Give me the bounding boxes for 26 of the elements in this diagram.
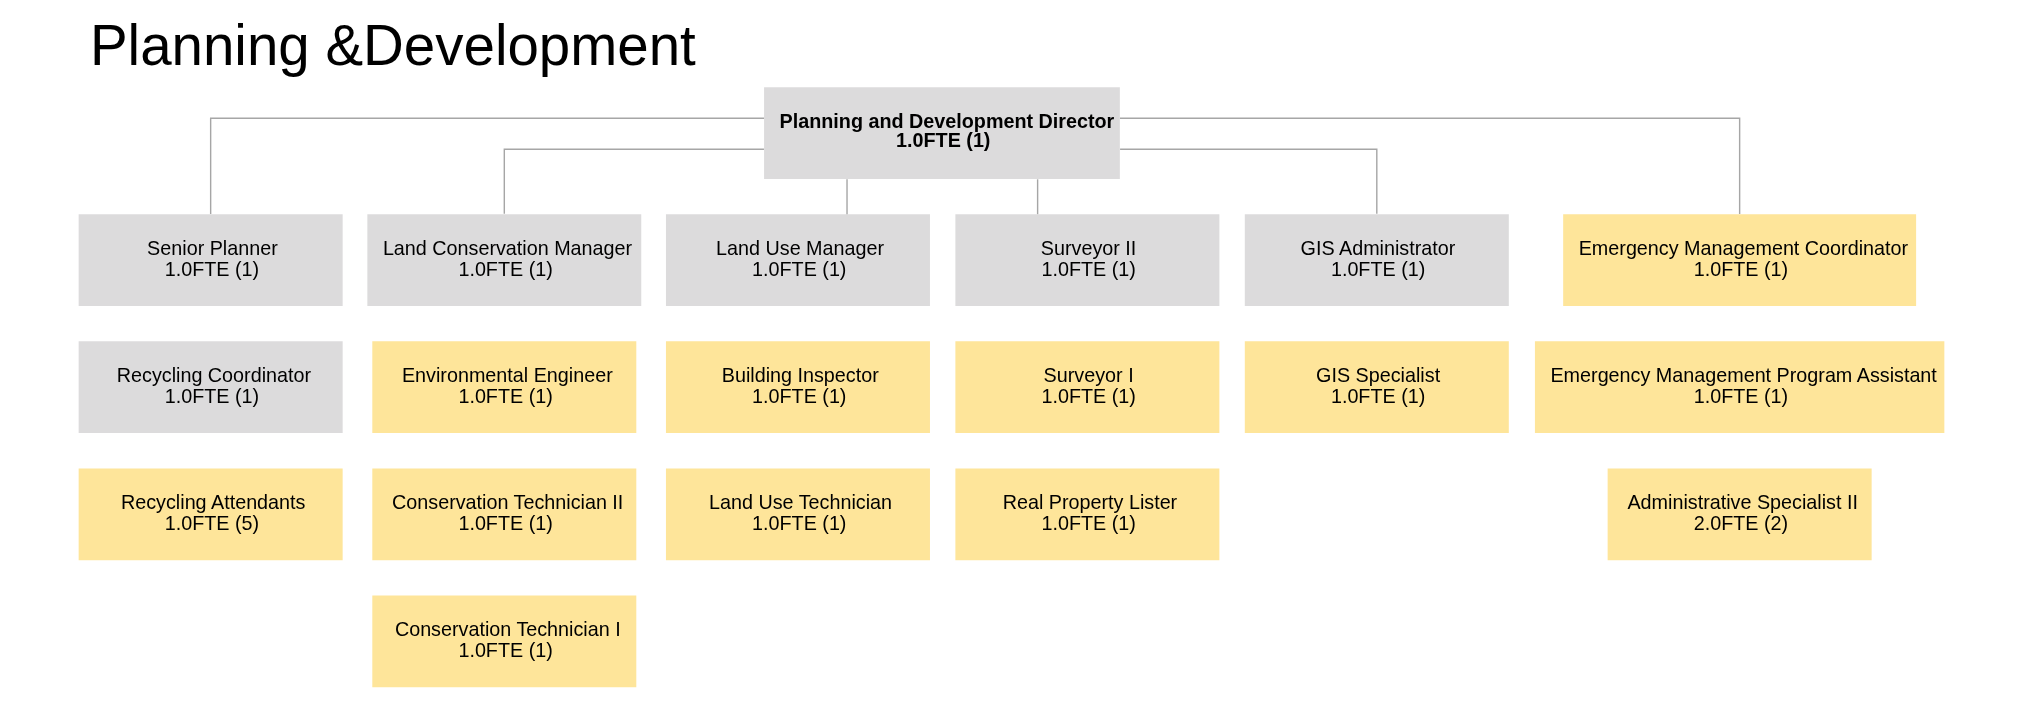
node-box: Administrative Specialist II 2.0FTE (2) [1607, 468, 1872, 561]
node-box: Emergency Management Coordinator 1.0FTE (1) [1562, 214, 1916, 307]
node-box: Planning and Development Director 1.0FTE (1) [763, 87, 1120, 179]
node-box: GIS Specialist 1.0FTE (1) [1244, 341, 1509, 434]
node-box: Recycling Attendants 1.0FTE (5) [78, 468, 343, 561]
connector [1036, 178, 1038, 215]
node-box: Real Property Lister 1.0FTE (1) [954, 468, 1219, 561]
node-box: Building Inspector 1.0FTE (1) [665, 341, 930, 434]
node-box: Recycling Coordinator 1.0FTE (1) [78, 341, 343, 434]
node-box: Land Use Technician 1.0FTE (1) [665, 468, 930, 561]
connector [845, 178, 848, 215]
node-box: Emergency Management Program Assistant 1.0FTE (1) [1534, 341, 1944, 434]
connector [1118, 148, 1377, 215]
node-box: Environmental Engineer 1.0FTE (1) [371, 341, 636, 434]
node-box: Land Use Manager 1.0FTE (1) [665, 214, 930, 307]
node-box: Surveyor II 1.0FTE (1) [954, 214, 1219, 307]
diagram-title: Planning &Development [89, 13, 696, 77]
node-box: Conservation Technician II 1.0FTE (1) [371, 468, 636, 561]
node-box: Conservation Technician I 1.0FTE (1) [371, 595, 636, 688]
connector [503, 148, 765, 215]
node-box: Surveyor I 1.0FTE (1) [954, 341, 1219, 434]
connector [209, 117, 765, 215]
node-box: GIS Administrator 1.0FTE (1) [1244, 214, 1509, 307]
connector [1118, 117, 1740, 215]
node-box: Senior Planner 1.0FTE (1) [78, 214, 343, 307]
node-box: Land Conservation Manager 1.0FTE (1) [366, 214, 641, 307]
